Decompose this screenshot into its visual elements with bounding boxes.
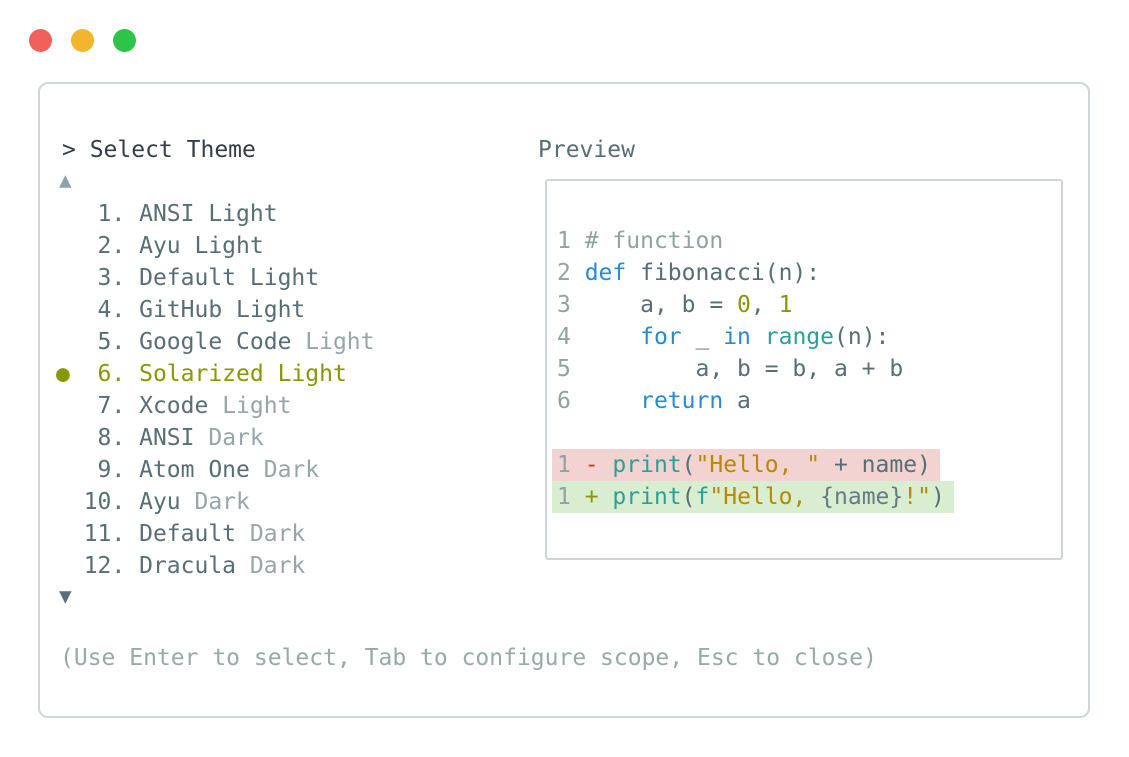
- theme-variant: Light: [222, 393, 292, 419]
- selected-bullet-icon: [56, 329, 84, 355]
- theme-number: 3.: [83, 265, 140, 291]
- window-controls: [29, 29, 136, 52]
- selected-bullet-icon: [56, 201, 84, 227]
- theme-variant: Dark: [263, 457, 320, 483]
- code-line: 4 for _ in range(n):: [557, 324, 890, 350]
- theme-name: Google Code: [139, 329, 306, 355]
- theme-number: 4.: [83, 297, 140, 323]
- theme-number: 1.: [83, 201, 140, 227]
- maximize-button[interactable]: [113, 29, 136, 52]
- theme-list: 1. ANSI Light 2. Ayu Light 3. Default Li…: [56, 198, 375, 582]
- preview-pane: 1 # function 2 def fibonacci(n): 3 a, b = …: [545, 179, 1063, 560]
- theme-number: 11.: [83, 521, 140, 547]
- selected-bullet-icon: [56, 425, 84, 451]
- theme-name: Xcode: [139, 393, 223, 419]
- code-line: 5 a, b = b, a + b: [557, 356, 904, 382]
- theme-name: Default: [139, 521, 250, 547]
- code-line: [557, 417, 1055, 449]
- theme-variant: Dark: [194, 489, 250, 515]
- code-line: 1 # function: [557, 228, 724, 254]
- theme-option-12[interactable]: 12. Dracula Dark: [56, 550, 375, 582]
- theme-number: 2.: [83, 233, 140, 259]
- theme-number: 7.: [83, 393, 140, 419]
- theme-option-3[interactable]: 3. Default Light: [56, 262, 375, 294]
- keyboard-hint: (Use Enter to select, Tab to configure s…: [60, 645, 877, 671]
- scroll-up-icon[interactable]: ▲: [59, 168, 72, 192]
- preview-label: Preview: [538, 137, 635, 163]
- theme-number: 10.: [83, 489, 140, 515]
- theme-option-9[interactable]: 9. Atom One Dark: [56, 454, 375, 486]
- diff-line-added: 1 + print(f"Hello, {name}!"): [552, 481, 1055, 513]
- theme-name: Solarized Light: [139, 361, 347, 387]
- selected-bullet-icon: [56, 233, 84, 259]
- selected-bullet-icon: [56, 265, 84, 291]
- theme-number: 8.: [83, 425, 140, 451]
- selected-bullet-icon: [56, 297, 84, 323]
- theme-variant: Dark: [249, 521, 306, 547]
- theme-option-1[interactable]: 1. ANSI Light: [56, 198, 375, 230]
- minimize-button[interactable]: [71, 29, 94, 52]
- theme-number: 6.: [83, 361, 140, 387]
- theme-number: 12.: [83, 553, 140, 579]
- theme-variant: Dark: [208, 425, 264, 451]
- theme-name: Ayu: [139, 489, 195, 515]
- theme-name: Default Light: [139, 265, 320, 291]
- theme-selector-panel: > Select Theme Preview ▲ 1. ANSI Light 2…: [38, 82, 1090, 718]
- selected-bullet-icon: [56, 489, 84, 515]
- diff-line-removed: 1 - print("Hello, " + name): [552, 449, 1055, 481]
- scroll-down-icon[interactable]: ▼: [59, 584, 72, 608]
- selected-bullet-icon: [56, 457, 84, 483]
- theme-number: 5.: [83, 329, 140, 355]
- code-preview: 1 # function 2 def fibonacci(n): 3 a, b = …: [552, 225, 1055, 513]
- prompt-title: > Select Theme: [62, 137, 256, 163]
- theme-option-2[interactable]: 2. Ayu Light: [56, 230, 375, 262]
- close-button[interactable]: [29, 29, 52, 52]
- theme-variant: Light: [305, 329, 375, 355]
- code-line: 2 def fibonacci(n):: [557, 260, 821, 286]
- code-line: 3 a, b = 0, 1: [557, 292, 793, 318]
- selected-bullet-icon: [56, 393, 84, 419]
- theme-name: Dracula: [139, 553, 250, 579]
- theme-option-10[interactable]: 10. Ayu Dark: [56, 486, 375, 518]
- theme-option-11[interactable]: 11. Default Dark: [56, 518, 375, 550]
- theme-number: 9.: [83, 457, 140, 483]
- theme-option-4[interactable]: 4. GitHub Light: [56, 294, 375, 326]
- code-line: 6 return a: [557, 388, 751, 414]
- selected-bullet-icon: ●: [56, 361, 84, 387]
- theme-option-7[interactable]: 7. Xcode Light: [56, 390, 375, 422]
- selected-bullet-icon: [56, 553, 84, 579]
- theme-option-5[interactable]: 5. Google Code Light: [56, 326, 375, 358]
- selected-bullet-icon: [56, 521, 84, 547]
- theme-option-6[interactable]: ● 6. Solarized Light: [56, 358, 375, 390]
- theme-variant: Dark: [249, 553, 306, 579]
- theme-name: ANSI: [139, 425, 209, 451]
- theme-name: GitHub Light: [139, 297, 306, 323]
- theme-name: Ayu Light: [139, 233, 264, 259]
- theme-name: ANSI Light: [139, 201, 278, 227]
- theme-option-8[interactable]: 8. ANSI Dark: [56, 422, 375, 454]
- theme-name: Atom One: [139, 457, 264, 483]
